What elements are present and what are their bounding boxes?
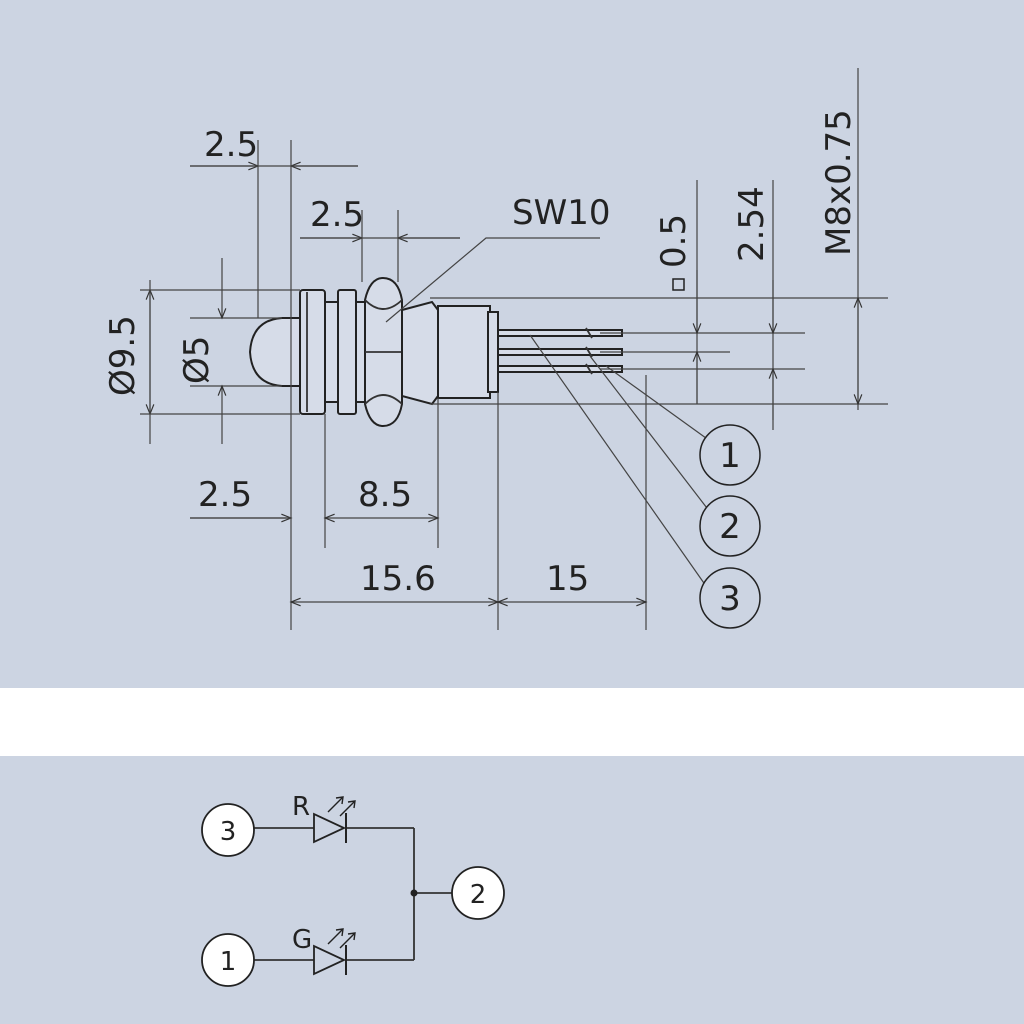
callout-pin-1: 1 (719, 436, 741, 476)
dim-top-b: 2.5 (310, 195, 364, 235)
dim-bottom-b: 8.5 (358, 475, 412, 515)
callout-circle (699, 567, 761, 629)
schematic-pin-2: 2 (470, 880, 487, 910)
schematic-pin-3: 3 (220, 817, 237, 847)
schematic-pin-circle (201, 933, 255, 987)
dim-pin-pitch: 2.54 (732, 186, 772, 262)
top-panel (0, 0, 1024, 688)
dim-bottom-a: 2.5 (198, 475, 252, 515)
dim-top-a: 2.5 (204, 125, 258, 165)
dim-outer-dia: Ø9.5 (103, 315, 143, 396)
component-body (248, 276, 623, 428)
schematic-pin-circle (201, 803, 255, 857)
pin-callouts: 1 2 3 (699, 424, 761, 629)
bottom-panel (0, 756, 1024, 1024)
dimension-lines (145, 161, 863, 607)
dimension-labels: 2.5 2.5 SW10 Ø9.5 Ø5 2.5 8.5 15.6 15 0.5… (103, 109, 859, 599)
led-green-icon (313, 928, 356, 976)
dim-lens-dia: Ø5 (177, 336, 217, 384)
callout-pin-3: 3 (719, 579, 741, 619)
dim-thread: M8x0.75 (819, 109, 859, 256)
callout-circle (699, 424, 761, 486)
led-red-icon (313, 796, 356, 844)
schematic-pin-circle (451, 866, 505, 920)
leader-lines (385, 237, 718, 587)
dim-body-len: 15.6 (360, 559, 436, 599)
schematic: R G 3 1 2 (201, 792, 505, 987)
dim-wrench: SW10 (512, 193, 610, 233)
dim-pin-len: 15 (546, 559, 589, 599)
led-red-label: R (292, 792, 310, 822)
junction-dot (410, 889, 418, 897)
callout-circle (699, 495, 761, 557)
separator (0, 688, 1024, 756)
square-symbol-icon (672, 278, 685, 291)
svg-text:0.5: 0.5 (654, 214, 694, 268)
schematic-pin-1: 1 (220, 947, 237, 977)
dim-pin-square: 0.5 (654, 214, 694, 291)
led-green-label: G (292, 925, 312, 955)
callout-pin-2: 2 (719, 507, 741, 547)
